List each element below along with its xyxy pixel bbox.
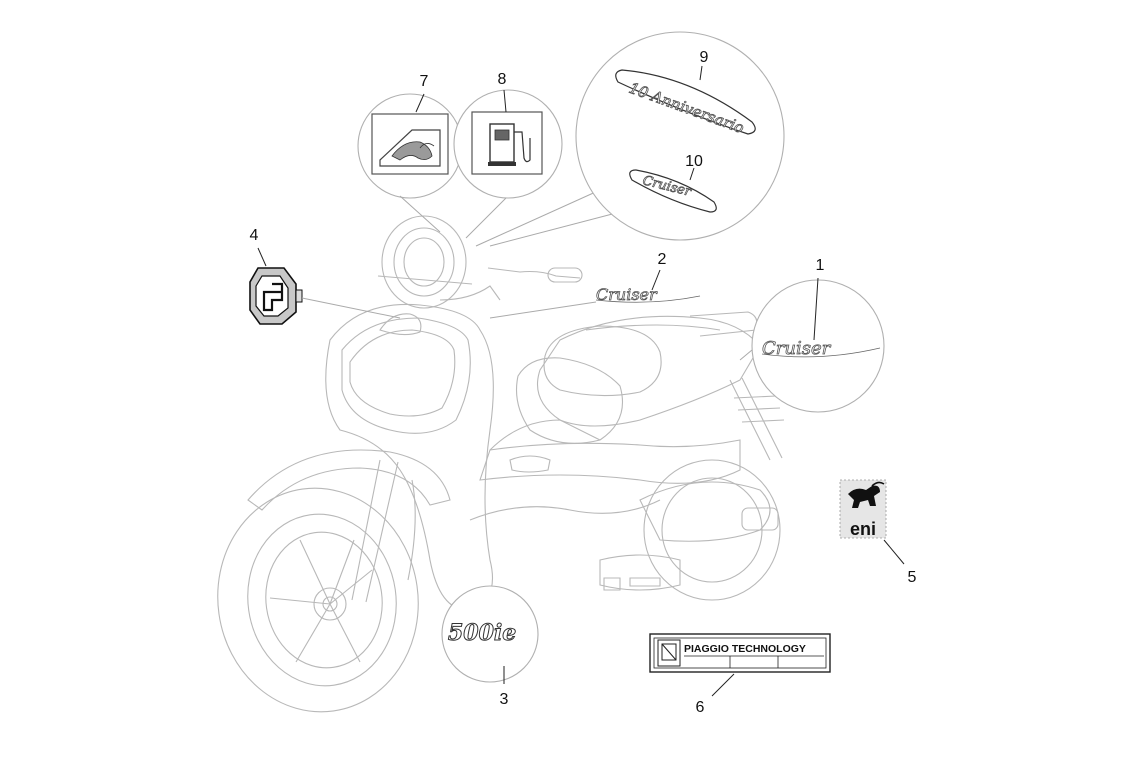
callout-4: 4 xyxy=(249,227,401,325)
callout-1-label: 1 xyxy=(816,257,825,274)
callout-1: 1 Cruiser xyxy=(739,257,885,413)
callout-3: 500ie 3 xyxy=(441,585,539,708)
callout-4-label: 4 xyxy=(250,227,259,244)
callout-2: 2 Cruiser xyxy=(489,251,701,319)
piaggio-shield-icon xyxy=(249,267,303,325)
piaggio-plate-logo xyxy=(657,639,681,667)
callout-8: 8 xyxy=(453,71,563,199)
model-badge-text: 500ie xyxy=(448,620,516,646)
cruiser-side-script: Cruiser xyxy=(596,285,658,304)
callout-8-label: 8 xyxy=(498,71,507,88)
six-legged-dog-icon xyxy=(848,481,885,508)
hand-caution-icon xyxy=(379,129,441,167)
callout-6-label: 6 xyxy=(696,699,705,716)
eni-text: eni xyxy=(850,519,876,539)
callout-3-label: 3 xyxy=(500,691,509,708)
callout-10-label: 10 xyxy=(685,153,703,170)
plate-brand-text: PIAGGIO TECHNOLOGY xyxy=(684,643,806,655)
fuel-pump-icon xyxy=(488,123,531,166)
callout-9-10: 10 Anniversario 9 Cruiser 10 xyxy=(575,31,785,241)
callout-6: PIAGGIO TECHNOLOGY 6 xyxy=(649,633,831,716)
callout-7-label: 7 xyxy=(420,73,429,90)
callout-2-label: 2 xyxy=(658,251,667,268)
callout-5: eni 5 xyxy=(839,479,917,586)
scooter-outline xyxy=(217,215,785,713)
cruiser-circle-script: Cruiser xyxy=(762,338,832,359)
callout-5-label: 5 xyxy=(908,569,917,586)
callout-7: 7 xyxy=(357,73,463,199)
callout-9-label: 9 xyxy=(700,49,709,66)
